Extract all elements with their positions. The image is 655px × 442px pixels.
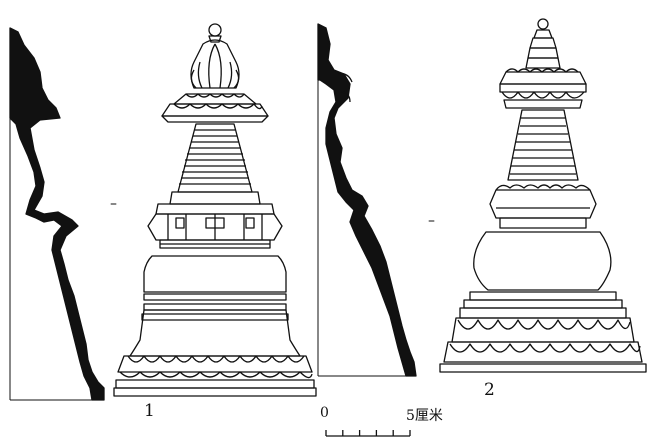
stupa-2-section <box>317 23 417 377</box>
scale-bar <box>325 430 411 437</box>
stupa-1-axis-mark: – <box>110 196 117 212</box>
figure-1-label: 1 <box>144 401 155 421</box>
stupa-1-elevation <box>113 23 317 397</box>
scale-end-label: 5厘米 <box>406 408 443 424</box>
figure-2-label: 2 <box>484 380 495 400</box>
stupa-2-axis-mark: – <box>428 213 435 229</box>
stupa-2-elevation <box>439 18 647 373</box>
stupa-1-section <box>9 27 105 401</box>
scale-start-label: 0 <box>320 405 329 421</box>
